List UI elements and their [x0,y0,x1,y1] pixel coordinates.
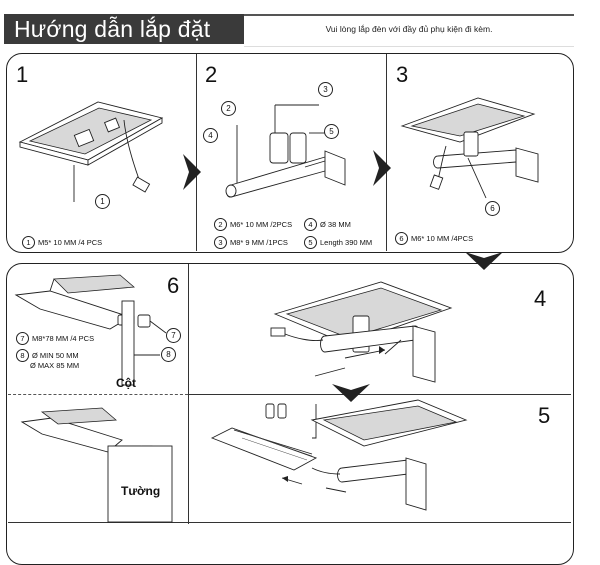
spec-text-2: M6* 10 MM /2PCS [230,220,293,229]
spec-text-7: M8*78 MM /4 PCS [32,334,95,343]
callout-8: 8 [161,347,176,362]
arrow-down-icon [465,252,503,270]
notice-text: Vui lòng lắp đèn với đầy đủ phụ kiện đi … [325,24,493,34]
step-2-spec-3: 3 M8* 9 MM /1PCS [214,236,288,249]
spec-text-8-max: Ø MAX 85 MM [30,361,80,370]
callout-3: 3 [318,82,333,97]
spec-text-6: M6* 10 MM /4PCS [411,234,474,243]
step-5-illustration [210,399,468,511]
step-6-spec-8-extra: Ø MAX 85 MM [30,361,79,370]
spec-mark-7: 7 [16,332,29,345]
spec-text-5: Length 390 MM [320,238,373,247]
divider-vertical-bottom [188,264,190,524]
wall-mount-illustration [20,407,173,523]
step-4-illustration [270,281,453,383]
step-1-illustration [18,101,164,202]
spec-mark-2: 2 [214,218,227,231]
divider-horizontal-right [189,394,571,395]
step-1-spec: 1 M5* 10 MM /4 PCS [22,236,102,249]
spec-text-3: M8* 9 MM /1PCS [230,238,288,247]
callout-6: 6 [485,201,500,216]
notice-bar: Vui lòng lắp đèn với đầy đủ phụ kiện đi … [244,14,574,47]
spec-mark-8: 8 [16,349,29,362]
spec-text-8: Ø MIN 50 MM [32,351,79,360]
top-steps-panel [6,53,574,253]
divider-2-3 [386,54,388,251]
callout-5: 5 [324,124,339,139]
step-3-spec: 6 M6* 10 MM /4PCS [395,232,473,245]
step-2-spec-2: 2 M6* 10 MM /2PCS [214,218,292,231]
step-2-spec-4: 4 Ø 38 MM [304,218,351,231]
step-6-spec-8: 8 Ø MIN 50 MM [16,349,79,362]
spec-text-4: Ø 38 MM [320,220,351,229]
title-bar: Hướng dẫn lắp đặt [4,14,244,44]
step-2-number: 2 [205,62,218,87]
step-6-illustration [14,274,167,386]
divider-horizontal-left [8,394,188,396]
callout-1: 1 [95,194,110,209]
callout-7: 7 [166,328,181,343]
step-3-number: 3 [396,62,409,87]
spec-mark-6: 6 [395,232,408,245]
step-5-number: 5 [538,403,551,428]
spec-mark-3: 3 [214,236,227,249]
spec-mark-5: 5 [304,236,317,249]
header: Hướng dẫn lắp đặt Vui lòng lắp đèn với đ… [0,14,600,47]
page-title: Hướng dẫn lắp đặt [14,16,211,42]
step-4-number: 4 [534,286,547,311]
step-3-illustration [400,97,539,199]
step-2-illustration [225,104,346,198]
step-2-spec-5: 5 Length 390 MM [304,236,372,249]
divider-1-2 [196,54,198,251]
spec-mark-4: 4 [304,218,317,231]
arrow-right-icon [373,150,391,186]
spec-mark-1: 1 [22,236,35,249]
arrow-right-icon [183,154,201,190]
step-1-number: 1 [16,62,29,87]
callout-2: 2 [221,101,236,116]
callout-4: 4 [203,128,218,143]
pole-label: Cột [116,376,136,390]
arrow-down-icon [332,384,370,402]
wall-label: Tường [121,484,161,498]
step-6-spec-7: 7 M8*78 MM /4 PCS [16,332,94,345]
divider-bottom [8,522,571,524]
step-6-number: 6 [167,273,180,298]
spec-text-1: M5* 10 MM /4 PCS [38,238,103,247]
